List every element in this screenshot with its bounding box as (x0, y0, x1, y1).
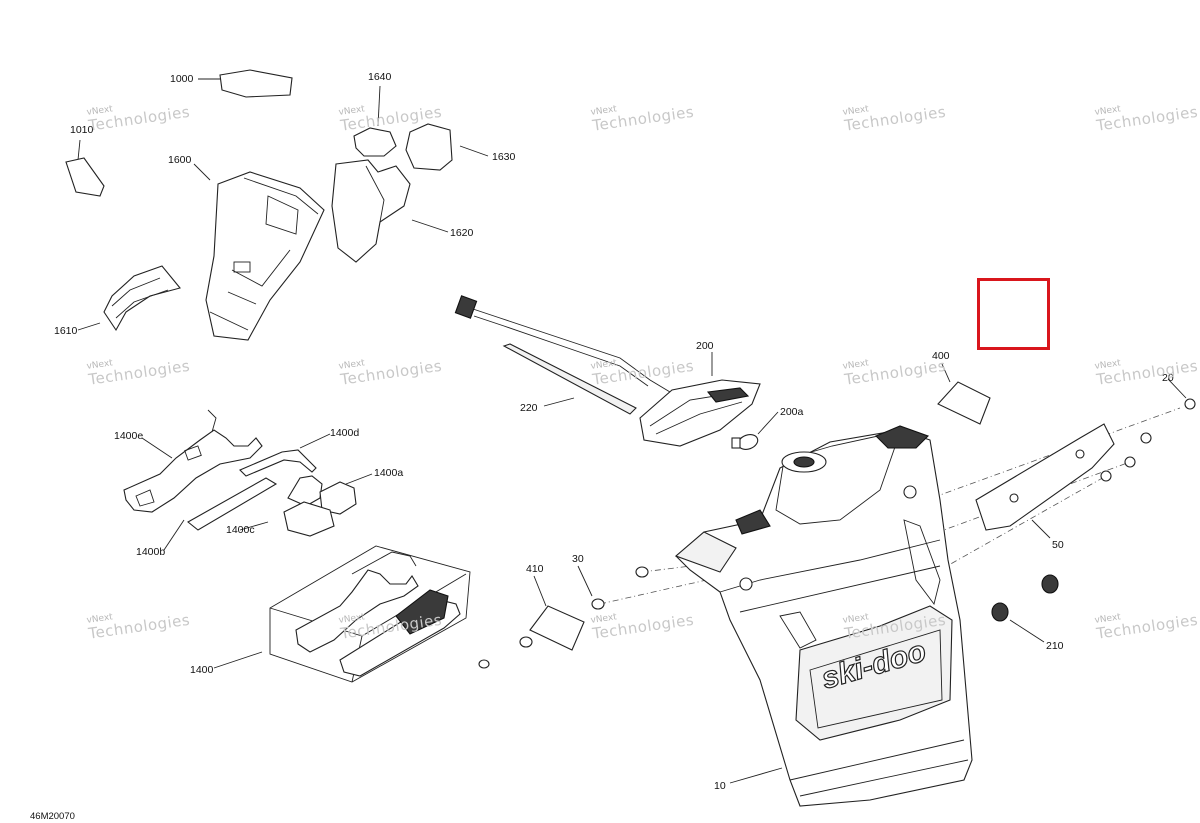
part-20-shape (1100, 398, 1196, 482)
part-1400d-shape (239, 449, 317, 477)
part-1000-shape (219, 69, 293, 98)
part-1400e-shape (123, 409, 263, 513)
part-30-shape (478, 566, 649, 669)
callout-210: 210 (1046, 640, 1064, 652)
highlight-box[interactable] (977, 278, 1050, 350)
part-200a-shape (731, 434, 759, 450)
callout-410: 410 (526, 563, 544, 575)
callout-1400: 1400 (190, 664, 214, 676)
callout-200: 200 (696, 340, 714, 352)
callout-1620: 1620 (450, 227, 474, 239)
part-1400-shape (269, 545, 471, 683)
callout-50: 50 (1052, 539, 1064, 551)
callout-20: 20 (1162, 372, 1174, 384)
part-1400a-shape (283, 475, 357, 537)
figure-code: 46M20070 (30, 811, 75, 822)
part-1610-shape (103, 265, 181, 332)
part-1640-shape (353, 127, 397, 157)
part-1400c-shape (187, 477, 278, 531)
callout-1600: 1600 (168, 154, 192, 166)
callout-1400e: 1400e (114, 430, 144, 442)
callout-1630: 1630 (492, 151, 516, 163)
callout-30: 30 (572, 553, 584, 565)
callout-1000: 1000 (170, 73, 194, 85)
callout-1400b: 1400b (136, 546, 166, 558)
callout-1610: 1610 (54, 325, 78, 337)
callout-1010: 1010 (70, 124, 94, 136)
part-410-shape (529, 605, 585, 651)
part-1010-shape (65, 157, 105, 197)
callout-1640: 1640 (368, 71, 392, 83)
part-1630-shape (405, 123, 453, 171)
part-50-shape (975, 423, 1115, 531)
part-220-shape (502, 343, 637, 415)
callout-400: 400 (932, 350, 950, 362)
part-10-shape (674, 425, 973, 807)
leader-lines (77, 78, 1187, 784)
part-210-shape (991, 574, 1059, 622)
part-1620-shape (331, 159, 411, 263)
part-200-shape (454, 295, 761, 447)
callout-1400c: 1400c (226, 524, 255, 536)
callout-1400a: 1400a (374, 467, 404, 479)
part-1600-shape (205, 171, 325, 341)
callout-200a: 200a (780, 406, 804, 418)
callout-1400d: 1400d (330, 427, 360, 439)
part-400-shape (937, 381, 991, 425)
callout-10: 10 (714, 780, 726, 792)
callout-220: 220 (520, 402, 538, 414)
